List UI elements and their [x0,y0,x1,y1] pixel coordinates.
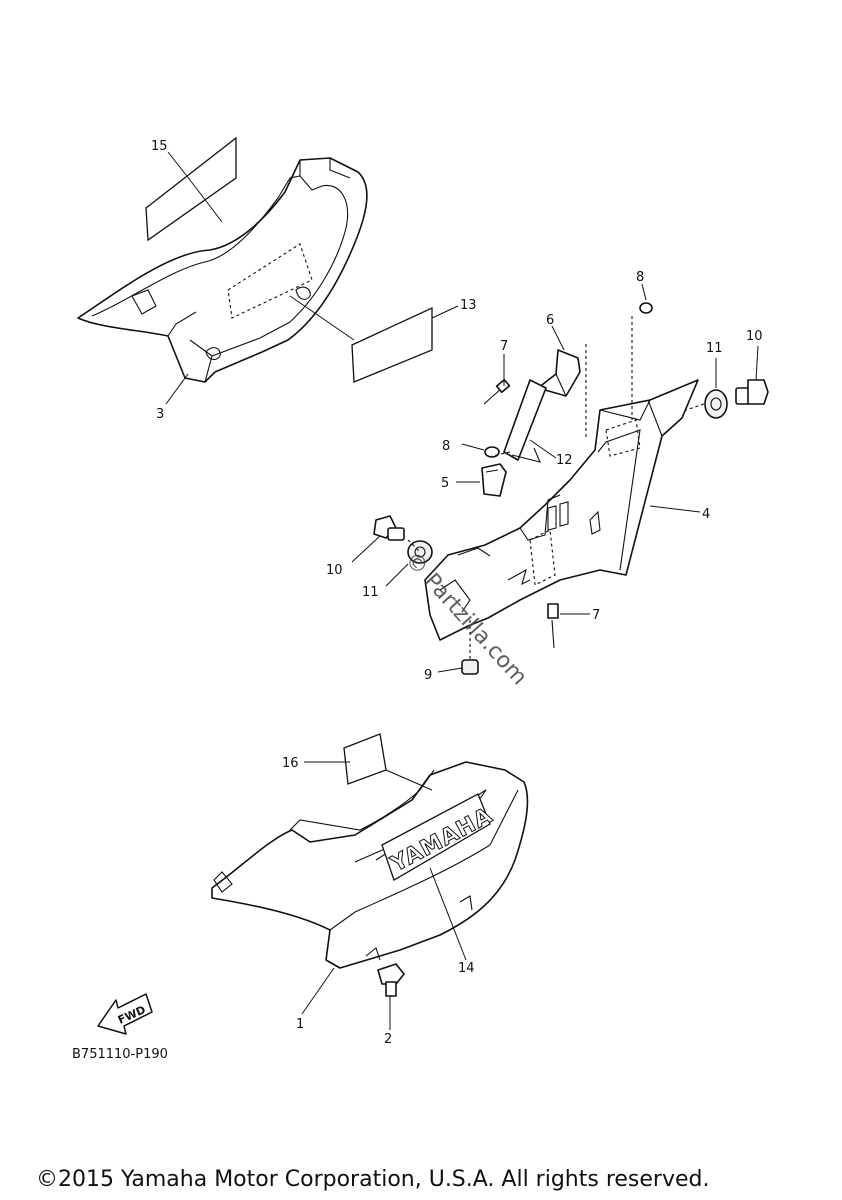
copyright-text: ©2015 Yamaha Motor Corporation, U.S.A. A… [36,1167,709,1192]
leader-1 [301,967,335,1015]
callout-7-lower: 7 [592,608,600,623]
callout-1: 1 [296,1017,304,1032]
leader-11-left [385,563,409,587]
callout-5: 5 [441,476,449,491]
part-12-strap [503,379,547,463]
leader-16 [304,761,433,791]
leader-10-right [755,345,759,381]
leader-8-lower [461,443,485,451]
callout-8-upper: 8 [636,270,644,285]
callout-7-upper: 7 [500,339,508,354]
callout-8-lower: 8 [442,439,450,454]
diagram-code: B751110-P190 [72,1047,168,1062]
decal-13 [351,306,433,383]
callout-14: 14 [458,961,475,976]
leader-8-upper [641,283,647,301]
part-8-washer-lower [484,446,500,458]
callout-2: 2 [384,1032,392,1047]
callout-3: 3 [156,407,164,422]
callout-16: 16 [282,756,299,771]
callout-10-right: 10 [746,329,763,344]
part-11-grommet-right [704,389,728,419]
part-2-screw [377,963,405,997]
part-9-nut [461,659,479,675]
leader-13 [289,295,459,341]
part-6-bracket [537,349,581,397]
decal-15 [145,136,237,242]
callout-15: 15 [151,139,168,154]
callout-4: 4 [702,507,710,522]
leader-9 [437,667,463,673]
leader-15 [167,151,223,223]
callout-11-right: 11 [706,341,723,356]
callout-10-left: 10 [326,563,343,578]
callout-12: 12 [556,453,573,468]
leader-10-left [351,535,381,563]
callout-13: 13 [460,298,477,313]
fwd-arrow-icon: FWD [97,993,153,1035]
part-8-washer-upper [639,302,653,314]
leader-14 [429,867,467,961]
leader-3 [165,373,189,405]
side-cover-lower [211,761,529,969]
bracket-frame [424,379,699,641]
callout-6: 6 [546,313,554,328]
leader-4 [649,505,701,513]
part-5-clip [481,463,507,497]
part-10-bolt-left [373,515,405,541]
leader-6 [551,325,565,351]
callout-9: 9 [424,668,432,683]
side-cover-upper [77,157,368,383]
part-7-rivet-upper [483,378,511,405]
decal-16 [343,733,387,785]
part-7-rivet-lower [547,603,559,649]
part-10-bolt-right [735,379,769,405]
leader-12 [529,439,557,459]
callout-11-left: 11 [362,585,379,600]
